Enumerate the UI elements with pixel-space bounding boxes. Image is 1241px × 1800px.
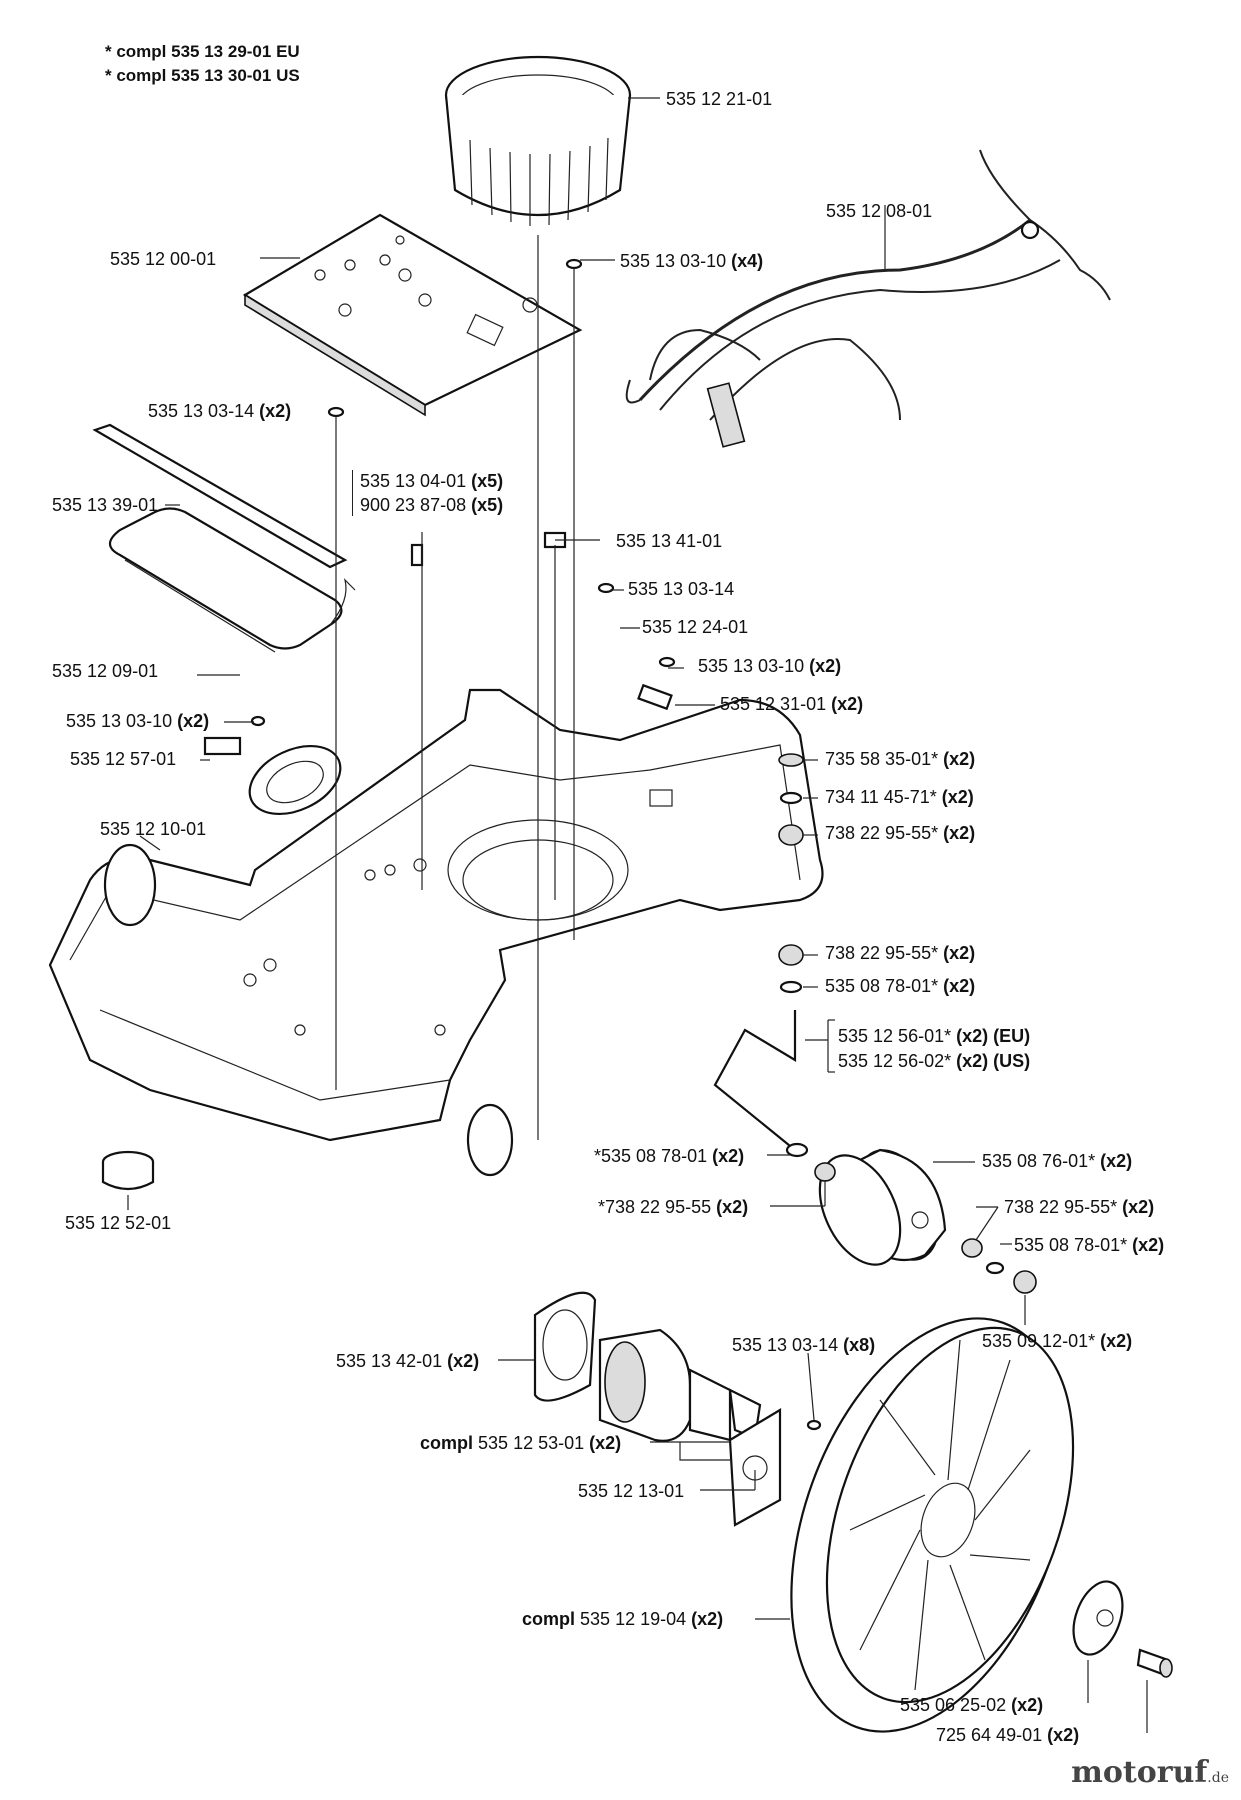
assembly-note-us: * compl 535 13 30-01 US xyxy=(105,66,300,85)
part-label-535-13-39-01: 535 13 39-01 xyxy=(52,495,159,515)
part-label-535-08-78-01-c: 535 08 78-01* (x2) xyxy=(1014,1235,1165,1255)
part-label-738-22-95-55-a: 738 22 95-55* (x2) xyxy=(825,823,976,843)
part-label-535-13-03-14-x8: 535 13 03-14 (x8) xyxy=(732,1335,876,1355)
part-label-535-13-41-01: 535 13 41-01 xyxy=(616,531,723,551)
part-label-535-09-12-01: 535 09 12-01* (x2) xyxy=(982,1331,1133,1351)
part-label-535-08-76-01: 535 08 76-01* (x2) xyxy=(982,1151,1133,1171)
part-label-535-13-03-10-x2-a: 535 13 03-10 (x2) xyxy=(698,656,842,676)
part-label-535-12-31-01: 535 12 31-01 (x2) xyxy=(720,694,864,714)
part-label-725-64-49-01: 725 64 49-01 (x2) xyxy=(936,1725,1080,1745)
speaker-part xyxy=(203,736,342,816)
part-label-535-12-56-01: 535 12 56-01* (x2) (EU) xyxy=(838,1026,1031,1046)
part-label-535-12-09-01: 535 12 09-01 xyxy=(52,661,159,681)
part-label-535-13-03-14-x2: 535 13 03-14 (x2) xyxy=(148,401,292,421)
part-label-535-12-53-01: compl 535 12 53-01 (x2) xyxy=(420,1433,622,1453)
cylinder-housing-part xyxy=(444,55,632,226)
watermark-logo: motoruf.de xyxy=(1071,1755,1229,1790)
wire-harness-part xyxy=(625,149,1111,448)
part-label-535-12-13-01: 535 12 13-01 xyxy=(578,1481,685,1501)
part-label-535-12-00-01: 535 12 00-01 xyxy=(110,249,217,269)
part-label-535-06-25-02: 535 06 25-02 (x2) xyxy=(900,1695,1044,1715)
part-label-900-23-87-08: 900 23 87-08 (x5) xyxy=(360,495,504,515)
part-label-535-12-19-04: compl 535 12 19-04 (x2) xyxy=(522,1609,724,1629)
axle-part xyxy=(713,1010,797,1151)
ring-part xyxy=(101,1150,155,1191)
part-label-535-08-78-01-a: 535 08 78-01* (x2) xyxy=(825,976,976,996)
part-label-535-12-57-01: 535 12 57-01 xyxy=(70,749,177,769)
battery-pack-part xyxy=(108,507,356,653)
drive-wheel-part xyxy=(790,1317,1075,1733)
front-wheel-part xyxy=(818,1148,947,1266)
part-label-535-12-52-01: 535 12 52-01 xyxy=(65,1213,172,1233)
part-label-735-58-35-01: 735 58 35-01* (x2) xyxy=(825,749,976,769)
part-label-535-13-03-10-x2-b: 535 13 03-10 (x2) xyxy=(66,711,210,731)
part-label-535-12-56-02: 535 12 56-02* (x2) (US) xyxy=(838,1051,1031,1071)
part-label-535-12-24-01: 535 12 24-01 xyxy=(642,617,749,637)
part-label-734-11-45-71: 734 11 45-71* (x2) xyxy=(825,787,974,807)
part-label-738-22-95-55-c: *738 22 95-55 (x2) xyxy=(598,1197,749,1217)
assembly-note-eu: * compl 535 13 29-01 EU xyxy=(105,42,300,61)
washers-and-bearings xyxy=(250,258,1037,1431)
screw-part xyxy=(1136,1648,1173,1678)
leader-lines xyxy=(127,97,1148,1733)
part-label-535-12-08-01: 535 12 08-01 xyxy=(826,201,933,221)
part-label-535-13-04-01: 535 13 04-01 (x5) xyxy=(360,471,504,491)
part-label-535-08-78-01-b: *535 08 78-01 (x2) xyxy=(594,1146,745,1166)
part-label-738-22-95-55-d: 738 22 95-55* (x2) xyxy=(1004,1197,1155,1217)
gasket-part xyxy=(533,1291,597,1402)
mounting-strip-part xyxy=(92,423,348,569)
motor-plate-part xyxy=(728,1408,782,1527)
part-label-738-22-95-55-b: 738 22 95-55* (x2) xyxy=(825,943,976,963)
part-label-535-13-03-14: 535 13 03-14 xyxy=(628,579,735,599)
part-label-535-12-21-01: 535 12 21-01 xyxy=(666,89,773,109)
hub-part xyxy=(1072,1580,1124,1656)
part-label-535-12-10-01: 535 12 10-01 xyxy=(100,819,207,839)
part-label-535-13-03-10-x4: 535 13 03-10 (x4) xyxy=(620,251,764,271)
bracket-line xyxy=(352,470,354,516)
chassis-part xyxy=(48,688,824,1177)
part-label-535-13-42-01: 535 13 42-01 (x2) xyxy=(336,1351,480,1371)
circuit-board-part xyxy=(242,213,583,417)
